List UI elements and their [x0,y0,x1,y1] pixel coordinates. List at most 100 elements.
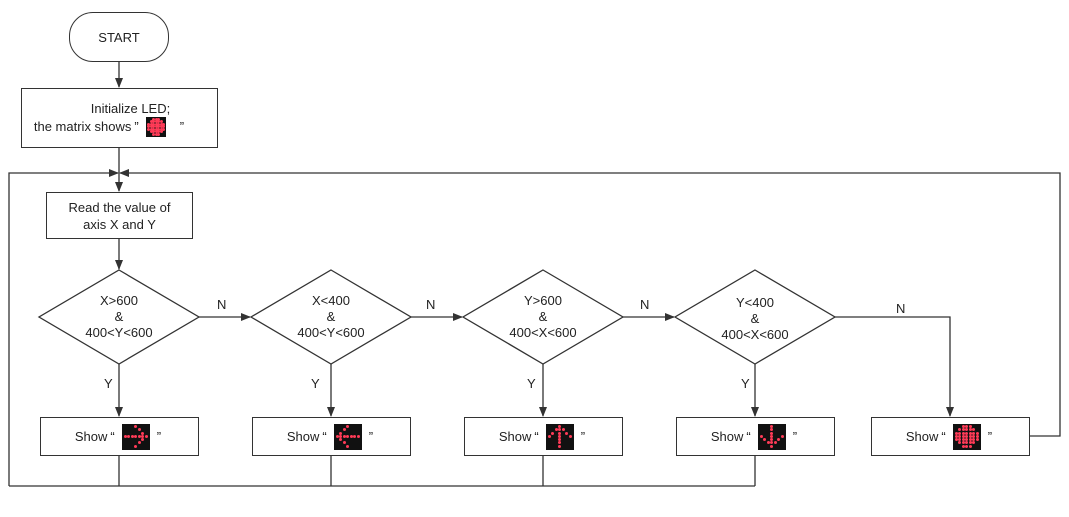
connector-d4-show5 [835,316,954,417]
led-dot [547,434,551,438]
led-dot [780,434,784,438]
led-dot [558,434,562,438]
led-dot [157,132,161,136]
led-dot [157,122,161,126]
led-dot [154,127,158,131]
show-1-quote-open: “ [110,429,115,444]
led-dot [152,125,156,129]
led-dot [147,125,151,129]
led-dot [154,130,158,134]
led-dot [342,434,346,438]
show-2-text: Show [286,429,320,444]
led-dot [159,122,163,126]
led-dot [773,441,777,445]
led-dot [561,428,565,432]
led-dot [972,438,976,442]
init-quote-close: ” [179,119,185,134]
led-dot [954,438,958,442]
yes-label-4: Y [741,376,750,391]
led-dot [961,438,965,442]
show-box-3: Show “ ” [464,417,623,456]
led-dot [972,441,976,445]
led-dot [154,120,158,124]
led-dot [157,125,161,129]
led-dot [763,438,767,442]
led-dot [154,132,158,136]
led-dot [157,120,161,124]
led-dot [958,428,962,432]
led-dot [958,438,962,442]
led-dot [149,120,153,124]
led-dot [353,434,357,438]
led-dot [137,428,141,432]
led-dot [130,434,134,438]
led-dot [770,431,774,435]
show-box-2: Show “ ” [252,417,411,456]
led-dot [149,125,153,129]
led-dot [968,425,972,429]
show-3-quote-open: “ [534,429,539,444]
led-dot [968,431,972,435]
led-dot [162,127,166,131]
led-dot [159,120,163,124]
led-dot [965,441,969,445]
led-dot [157,127,161,131]
led-dot [968,441,972,445]
led-arrow-left-icon [333,423,362,450]
led-dot [339,438,343,442]
led-dot [137,441,141,445]
decision-4-label: Y<400 & 400<X<600 [705,295,805,343]
led-dot [975,431,979,435]
decision-3-line1: Y>600 [524,293,562,308]
led-dot [961,444,965,448]
led-dot [961,428,965,432]
led-dot [968,434,972,438]
decision-4-line2: & [750,311,760,326]
led-dot [551,431,555,435]
led-dot [152,122,156,126]
led-dot [162,122,166,126]
led-arrow-right-icon [121,423,150,450]
decision-1-line1: X>600 [100,293,138,308]
led-dot [149,130,153,134]
show-3-quote-close: ” [580,429,586,444]
led-dot [558,438,562,442]
start-terminal: START [69,12,169,62]
led-dot [565,431,569,435]
led-dot [965,444,969,448]
led-dot [568,434,572,438]
led-dot [152,120,156,124]
led-dot [770,425,774,429]
decision-2-label: X<400 & 400<Y<600 [281,293,381,341]
led-dot [346,425,350,429]
decision-2-line2: & [326,309,336,324]
led-dot [558,431,562,435]
led-dot [356,434,360,438]
led-dot [958,431,962,435]
decision-3-label: Y>600 & 400<X<600 [493,293,593,341]
led-dot [152,130,156,134]
show-1-text: Show [74,429,108,444]
led-dot [134,434,138,438]
led-dot [965,434,969,438]
led-dot [137,434,141,438]
led-dot [954,434,958,438]
led-dot [961,425,965,429]
led-dot [134,425,138,429]
decision-2-line1: X<400 [312,293,350,308]
led-dot [159,125,163,129]
decision-1-line3: 400<Y<600 [85,325,153,340]
decision-4-line3: 400<X<600 [721,327,789,342]
led-dot [349,434,353,438]
led-dot [154,117,158,121]
connector-loop-left [8,169,119,486]
led-dot [972,434,976,438]
show-5-quote-close: ” [987,429,993,444]
led-dot [965,438,969,442]
no-label-3: N [640,297,650,312]
show-2-quote-close: ” [368,429,374,444]
show-4-quote-open: “ [746,429,751,444]
led-dot [339,434,343,438]
led-dot [141,431,145,435]
led-dot [123,434,127,438]
